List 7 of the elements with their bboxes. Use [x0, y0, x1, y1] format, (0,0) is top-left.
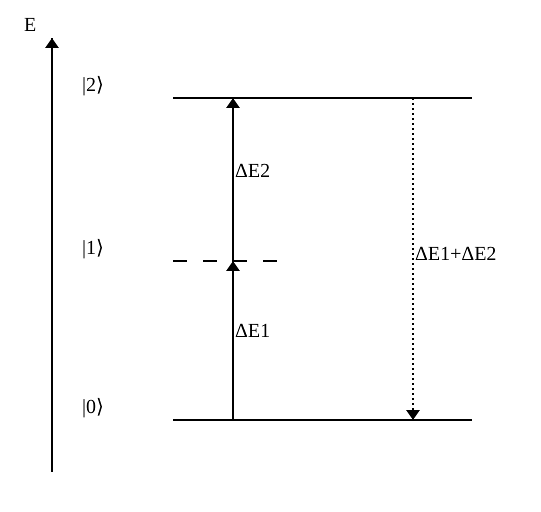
transition-arrow [406, 98, 420, 420]
state-label: |1⟩ [82, 237, 104, 259]
state-label: |0⟩ [82, 396, 104, 418]
state-label: |2⟩ [82, 74, 104, 96]
axis-label: E [24, 14, 36, 36]
transition-arrow [226, 98, 240, 261]
transition-arrow [226, 261, 240, 420]
